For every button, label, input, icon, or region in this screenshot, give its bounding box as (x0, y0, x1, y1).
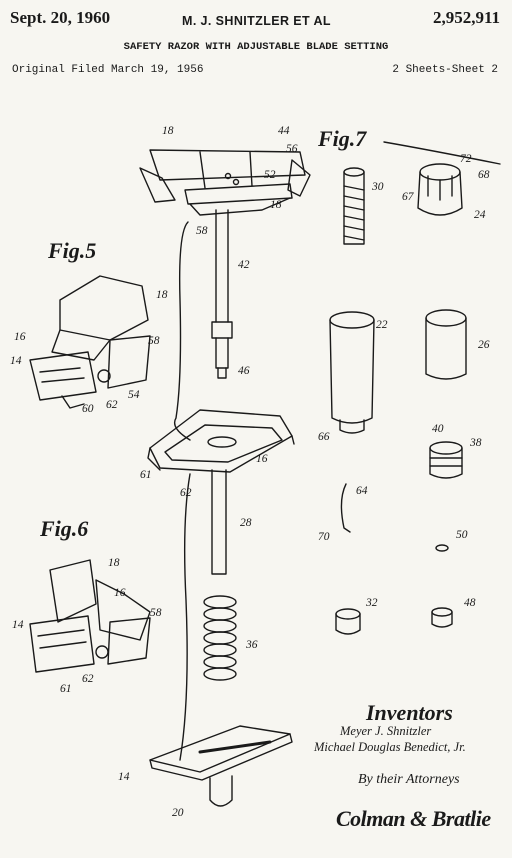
ref-18-fig6: 18 (108, 557, 120, 569)
ref-58-fig6: 58 (150, 607, 162, 619)
cap-part (139, 149, 311, 216)
ref-30: 30 (371, 181, 384, 193)
ref-20: 20 (172, 807, 184, 819)
ref-14-fig6: 14 (12, 619, 24, 631)
ref-18-cap: 18 (162, 125, 174, 137)
ref-60: 60 (82, 403, 94, 415)
ref-54: 54 (128, 389, 140, 401)
ref-64: 64 (356, 485, 368, 497)
ref-62-fig5: 62 (106, 399, 118, 411)
ref-16-plate: 16 (256, 453, 268, 465)
connector-line-upper (173, 221, 191, 441)
ref-56: 56 (286, 143, 298, 155)
inventor-line: M. J. SHNITZLER ET AL (182, 14, 331, 28)
connector-line-lower (179, 473, 191, 761)
ring-part (435, 544, 449, 552)
ref-18-fig5: 18 (156, 289, 168, 301)
ref-28: 28 (240, 517, 252, 529)
patent-title: SAFETY RAZOR WITH ADJUSTABLE BLADE SETTI… (123, 41, 389, 53)
fig7-title: Fig.7 (317, 126, 367, 151)
base-plate (149, 725, 293, 807)
ref-66: 66 (318, 431, 330, 443)
ref-26: 26 (478, 339, 490, 351)
nut-part (429, 441, 463, 479)
washer-part (335, 608, 361, 635)
knurled-sleeve (329, 311, 375, 434)
small-nut-part (431, 607, 453, 628)
ref-50: 50 (456, 529, 468, 541)
ref-70: 70 (318, 531, 330, 543)
ref-14-fig5: 14 (10, 355, 22, 367)
ref-14-base: 14 (118, 771, 130, 783)
shaft-part (211, 209, 233, 379)
ref-46: 46 (238, 365, 250, 377)
ref-52: 52 (264, 169, 276, 181)
ref-48: 48 (464, 597, 476, 609)
ref-61-fig6: 61 (60, 683, 72, 695)
sheet-indicator: 2 Sheets-Sheet 2 (392, 64, 498, 76)
patent-date: Sept. 20, 1960 (10, 8, 111, 27)
original-filed: Original Filed March 19, 1956 (12, 64, 204, 76)
inventor-name-1: Meyer J. Shnitzler (340, 724, 432, 738)
ref-16-fig5: 16 (14, 331, 26, 343)
spring-part (203, 595, 237, 681)
inventors-heading: Inventors (366, 700, 453, 725)
threaded-stem (343, 167, 365, 245)
ref-36: 36 (245, 639, 258, 651)
attorneys-line: By their Attorneys (358, 772, 460, 787)
ref-44: 44 (278, 125, 290, 137)
guard-plate (147, 409, 295, 473)
ref-62-fig6: 62 (82, 673, 94, 685)
ref-16-fig6: 16 (114, 587, 126, 599)
ref-32: 32 (365, 597, 378, 609)
patent-number: 2,952,911 (432, 8, 500, 27)
ref-18-cap-lower: 18 (270, 199, 282, 211)
ref-40: 40 (432, 423, 444, 435)
ref-24: 24 (474, 209, 486, 221)
ref-61-plate: 61 (140, 469, 152, 481)
ref-67: 67 (402, 191, 415, 203)
knurled-knob (425, 309, 467, 380)
inventor-name-2: Michael Douglas Benedict, Jr. (314, 740, 466, 754)
ref-68: 68 (478, 169, 490, 181)
ref-58-fig5: 58 (148, 335, 160, 347)
ref-62-plate: 62 (180, 487, 192, 499)
fig5-drawing (29, 275, 151, 409)
rod-part (211, 469, 227, 575)
fig6-drawing (29, 559, 151, 673)
fig6-title: Fig.6 (39, 516, 88, 541)
ref-38: 38 (469, 437, 482, 449)
fig7-leader (383, 141, 501, 165)
ref-42: 42 (238, 259, 250, 271)
adjusting-knob (417, 163, 463, 216)
ref-72: 72 (460, 153, 472, 165)
ref-58-cap: 58 (196, 225, 208, 237)
clip-part (340, 483, 351, 533)
fig5-title: Fig.5 (47, 238, 96, 263)
ref-22: 22 (376, 319, 388, 331)
attorney-signature: Colman & Bratlie (336, 806, 491, 831)
